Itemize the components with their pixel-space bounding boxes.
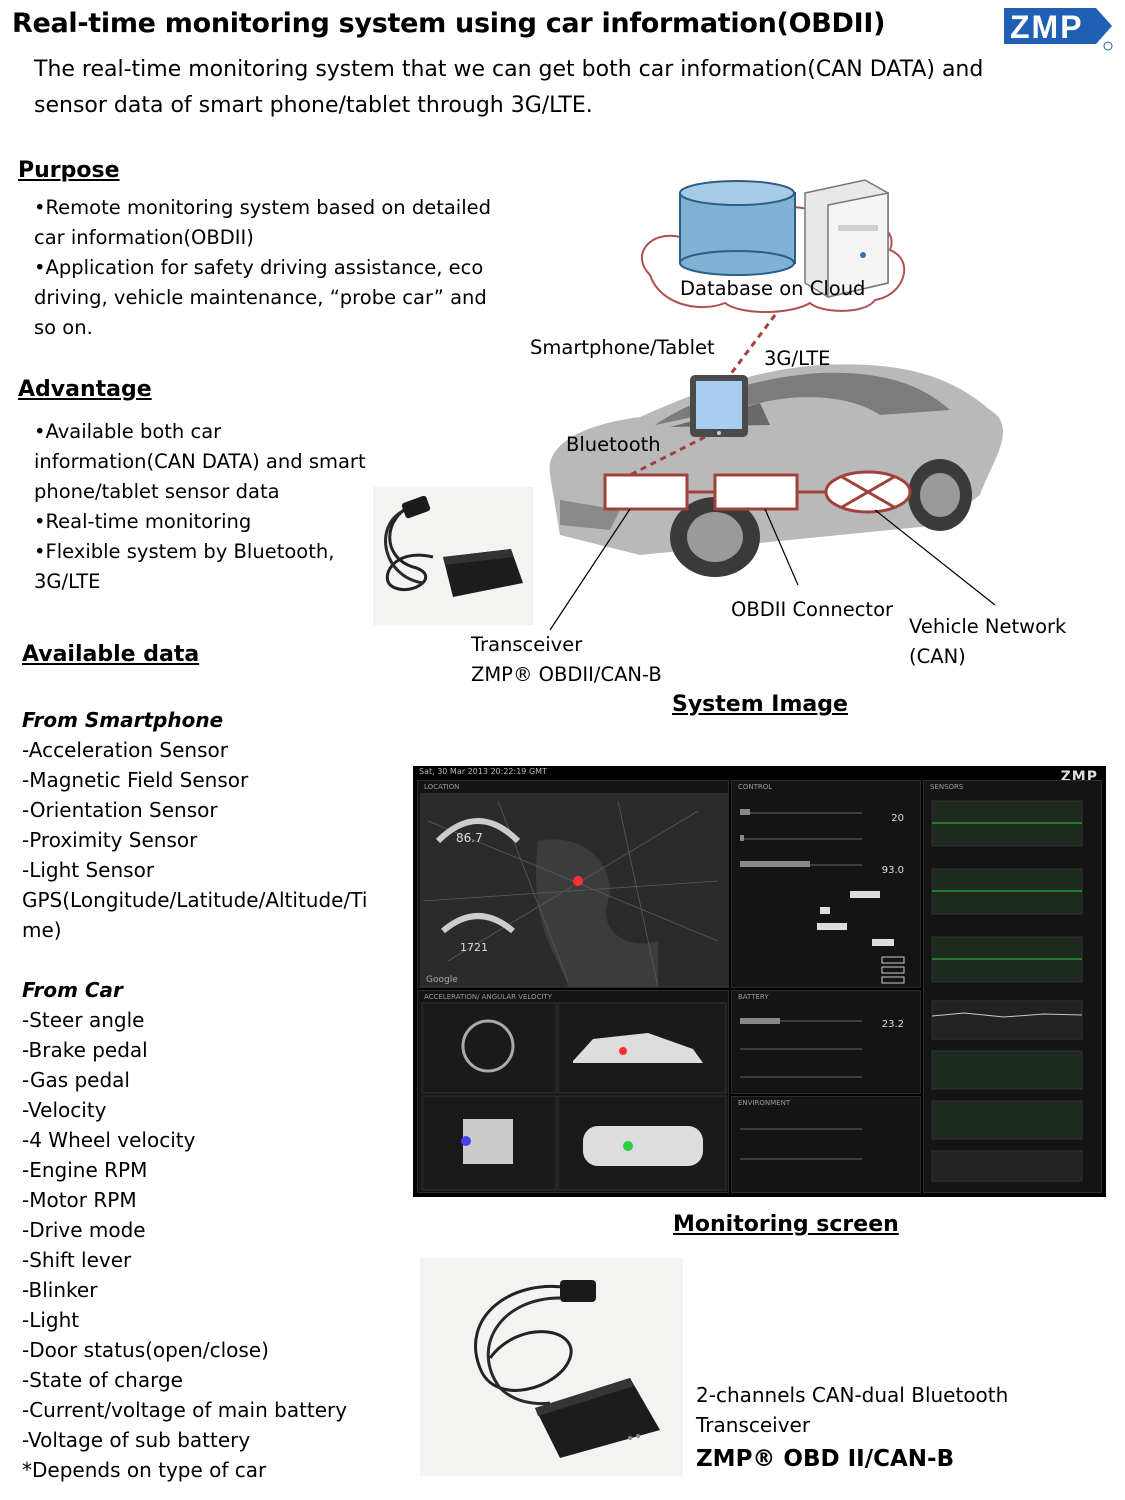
monitoring-screen: Sat, 30 Mar 2013 20:22:19 GMT ZMP LOCATI… [413,766,1106,1197]
transceiver-model-label: ZMP® OBDII/CAN-B [471,663,662,686]
list-item: -Acceleration Sensor [22,738,228,762]
logo-text: ZMP [1010,9,1084,45]
server-icon [804,179,889,298]
purpose-item: •Remote monitoring system based on detai… [34,196,492,249]
map-brand: Google [426,975,458,985]
sensors-panel: SENSORS [923,780,1102,1193]
advantage-item: •Flexible system by Bluetooth, 3G/LTE [34,540,335,593]
list-item: GPS(Longitude/Latitude/Altitude/Time) [22,888,368,942]
product-line-1: 2-channels CAN-dual Bluetooth [696,1383,1009,1407]
obd-connector-box [713,473,799,511]
car-heading: From Car [22,978,123,1002]
list-item: -Motor RPM [22,1188,137,1212]
advantage-heading: Advantage [18,377,152,402]
purpose-item: •Application for safety driving assistan… [34,256,487,339]
monitoring-screen-caption: Monitoring screen [673,1212,899,1237]
monitor-timestamp: Sat, 30 Mar 2013 20:22:19 GMT [419,767,547,776]
location-panel: LOCATION 86.7 1721 Google [417,780,729,988]
list-item: -Shift lever [22,1248,132,1272]
list-item: *Depends on type of car [22,1458,267,1482]
list-item: -Brake pedal [22,1038,148,1062]
list-item: -Drive mode [22,1218,146,1242]
transceiver-label: Transceiver [471,633,583,656]
connector-label: OBDII Connector [731,598,894,621]
panel-label: ACCELERATION/ ANGULAR VELOCITY [424,993,553,1001]
system-image-caption: System Image [672,692,848,717]
purpose-heading: Purpose [18,158,120,183]
smartphone-label: Smartphone/Tablet [530,336,715,359]
battery-panel: BATTERY 23.2 [731,990,921,1094]
panel-label: LOCATION [424,783,460,791]
gas-readout: 20 [891,813,904,824]
list-item: -Magnetic Field Sensor [22,768,249,792]
list-item: -Proximity Sensor [22,828,198,852]
list-item: -Gas pedal [22,1068,130,1092]
transceiver-box [603,473,689,511]
available-data-heading: Available data [22,642,200,667]
list-item: -Velocity [22,1098,107,1122]
system-diagram [549,179,1003,631]
list-item: -4 Wheel velocity [22,1128,196,1152]
list-item: -Engine RPM [22,1158,148,1182]
page-title: Real-time monitoring system using car in… [12,8,886,39]
list-item: -Light Sensor [22,858,155,882]
cloud-label: Database on Cloud [680,277,866,300]
panel-label: BATTERY [738,993,769,1001]
available-data-list: From Smartphone -Acceleration Sensor -Ma… [22,705,392,1485]
lte-link [728,314,777,376]
page-subtitle: The real-time monitoring system that we … [34,57,984,118]
coolant-readout: 93.0 [881,865,904,876]
vehicle-network-can-label: (CAN) [909,645,966,668]
bluetooth-label: Bluetooth [566,433,661,456]
smartphone-heading: From Smartphone [22,708,224,732]
speed-readout: 86.7 [456,831,483,845]
panel-label: ENVIRONMENT [738,1099,791,1107]
list-item: -Steer angle [22,1008,145,1032]
list-item: -Blinker [22,1278,98,1302]
car-illustration [549,364,1003,577]
purpose-list: •Remote monitoring system based on detai… [34,193,514,343]
zmp-logo: ZMP [1004,8,1113,51]
database-icon [679,180,796,276]
vehicle-network-label: Vehicle Network [909,615,1067,638]
advantage-list: •Available both car information(CAN DATA… [34,417,369,597]
network-label: 3G/LTE [764,347,831,370]
transceiver-photo-large [420,1258,683,1476]
transceiver-photo-small [373,487,533,625]
list-item: -Current/voltage of main battery [22,1398,348,1422]
product-line-2: Transceiver [696,1413,811,1437]
panel-label: CONTROL [738,783,773,791]
advantage-item: •Real-time monitoring [34,510,252,533]
product-description: 2-channels CAN-dual Bluetooth Transceive… [696,1380,1008,1474]
soc-readout: 23.2 [881,1019,904,1030]
tablet-icon [690,375,748,437]
list-item: -Voltage of sub battery [22,1428,251,1452]
panel-label: SENSORS [930,783,964,791]
vehicle-network-icon [824,470,912,514]
bluetooth-link [629,435,706,477]
control-panel: CONTROL 20 93.0 [731,780,921,988]
list-item: -Orientation Sensor [22,798,218,822]
advantage-item: •Available both car information(CAN DATA… [34,420,366,503]
list-item: -Door status(open/close) [22,1338,269,1362]
environment-panel: ENVIRONMENT [731,1096,921,1193]
list-item: -Light [22,1308,80,1332]
list-item: -State of charge [22,1368,183,1392]
rpm-readout: 1721 [460,941,488,954]
acceleration-panel: ACCELERATION/ ANGULAR VELOCITY [417,990,729,1193]
product-name: ZMP® OBD II/CAN-B [696,1446,955,1472]
